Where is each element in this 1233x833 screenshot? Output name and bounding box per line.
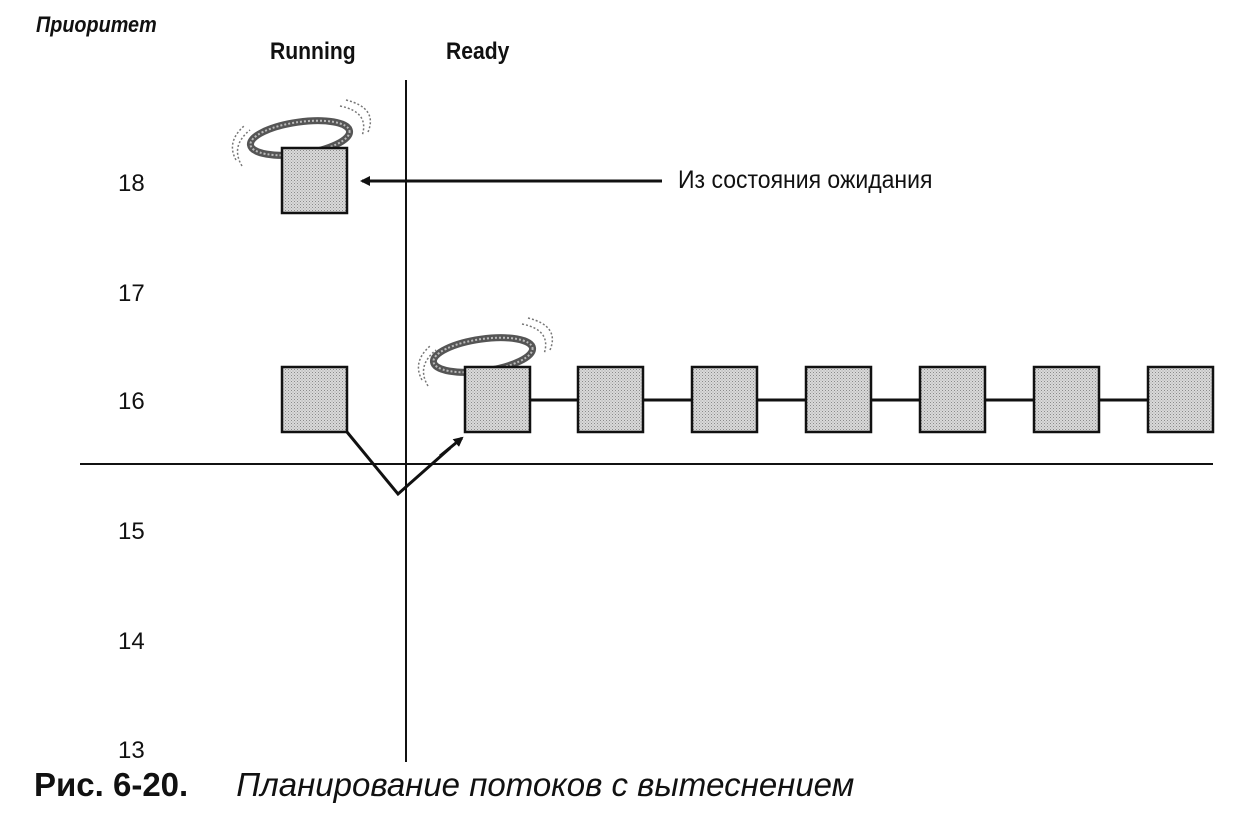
ready-thread (690, 365, 759, 434)
priority-level-15: 15 (118, 518, 145, 545)
priority-axis-label: Приоритет (36, 12, 157, 37)
priority-level-14: 14 (118, 628, 145, 655)
priority-level-17: 17 (118, 280, 145, 307)
figure-number: Рис. 6-20. (34, 766, 189, 803)
ready-thread (576, 365, 645, 434)
ready-queue-priority-16 (463, 365, 1215, 434)
ready-thread (1032, 365, 1101, 434)
running-thread-priority-18 (280, 146, 349, 215)
priority-level-13: 13 (118, 737, 145, 764)
ready-thread (463, 365, 532, 434)
preemption-arrow (439, 436, 464, 458)
figure-title: Планирование потоков с вытеснением (236, 766, 855, 803)
running-column-label: Running (270, 38, 356, 65)
ready-thread (1146, 365, 1215, 434)
from-waiting-state-label: Из состояния ожидания (678, 166, 933, 194)
ready-thread (918, 365, 987, 434)
priority-level-16: 16 (118, 388, 145, 415)
ready-column-label: Ready (446, 38, 510, 65)
preempted-thread-priority-16 (280, 365, 349, 434)
priority-level-18: 18 (118, 170, 145, 197)
figure-caption: Рис. 6-20. Планирование потоков с вытесне… (34, 766, 854, 804)
ready-thread (804, 365, 873, 434)
preemption-path (345, 431, 451, 497)
